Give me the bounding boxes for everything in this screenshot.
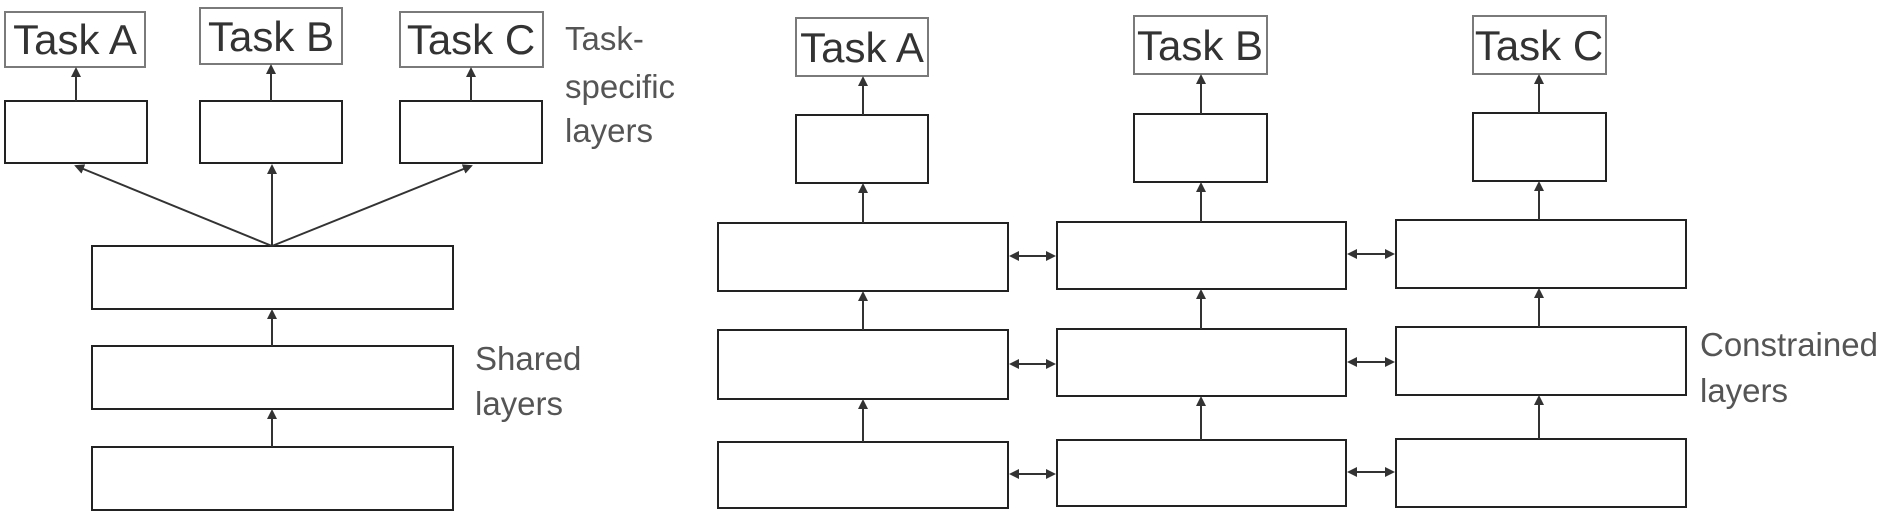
hard-shared-layer-top xyxy=(91,245,454,310)
soft-task-a-label: Task A xyxy=(800,24,924,71)
hard-task-a: Task A xyxy=(4,11,146,68)
task-specific-label-line-2: specific xyxy=(565,68,675,105)
soft-layer-b-row1 xyxy=(1056,221,1347,290)
hard-sharing-panel: Task A Task B Task C Task- xyxy=(4,7,684,511)
soft-task-specific-layer-b xyxy=(1133,113,1268,183)
soft-task-b-label: Task B xyxy=(1137,22,1263,69)
task-specific-label-line-3: layers xyxy=(565,112,653,149)
soft-layer-c-row1 xyxy=(1395,219,1687,289)
soft-layer-c-row2 xyxy=(1395,326,1687,396)
constrained-label-line-2: layers xyxy=(1700,372,1788,409)
soft-sharing-panel: Task A Task B Task C xyxy=(717,15,1887,509)
hard-task-a-label: Task A xyxy=(13,16,137,63)
shared-layers-label: Shared layers xyxy=(475,340,591,422)
constrained-label-line-1: Constrained xyxy=(1700,326,1878,363)
shared-label-line-1: Shared xyxy=(475,340,581,377)
soft-task-c-label: Task C xyxy=(1475,22,1603,69)
hard-task-c-label: Task C xyxy=(407,16,535,63)
task-specific-label-line-1: Task- xyxy=(565,20,644,57)
soft-task-a: Task A xyxy=(795,17,929,77)
hard-task-specific-layer-c xyxy=(399,100,543,164)
soft-task-b: Task B xyxy=(1133,15,1268,75)
hard-fan-arrow-c xyxy=(271,164,473,247)
hard-shared-layer-middle xyxy=(91,345,454,410)
hard-task-c: Task C xyxy=(399,11,544,68)
soft-layer-c-row3 xyxy=(1395,438,1687,508)
soft-layer-a-row2 xyxy=(717,329,1009,400)
soft-task-c: Task C xyxy=(1472,15,1607,75)
soft-task-specific-layer-a xyxy=(795,114,929,184)
soft-task-specific-layer-c xyxy=(1472,112,1607,182)
constrained-layers-label: Constrained layers xyxy=(1700,326,1887,409)
soft-layer-b-row2 xyxy=(1056,328,1347,397)
hard-task-specific-layer-b xyxy=(199,100,343,164)
soft-layer-b-row3 xyxy=(1056,439,1347,507)
hard-task-b: Task B xyxy=(199,7,343,65)
soft-layer-a-row1 xyxy=(717,222,1009,292)
hard-fan-arrow-a xyxy=(74,164,273,247)
hard-task-specific-layer-a xyxy=(4,100,148,164)
hard-task-b-label: Task B xyxy=(208,13,334,60)
hard-shared-layer-bottom xyxy=(91,446,454,511)
shared-label-line-2: layers xyxy=(475,385,563,422)
task-specific-layers-label: Task- specific layers xyxy=(565,20,684,149)
soft-layer-a-row3 xyxy=(717,441,1009,509)
